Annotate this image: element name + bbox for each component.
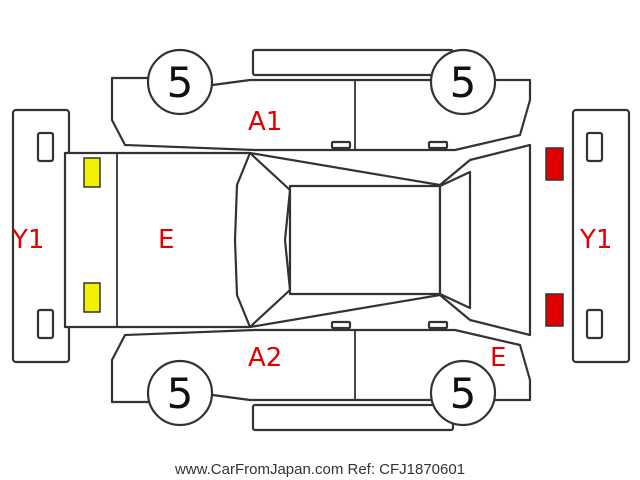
tire-rear-left: 5 — [429, 48, 497, 116]
tire-rear-right-tread: 5 — [450, 369, 477, 418]
front-light-top — [83, 157, 101, 188]
label-rear-bumper: Y1 — [579, 225, 612, 255]
rear-bumper — [571, 108, 631, 364]
front-light-bottom — [83, 282, 101, 313]
rear-light-top — [545, 147, 564, 181]
label-front-bumper: Y1 — [11, 225, 44, 255]
label-hood: E — [158, 225, 174, 255]
tire-rear-left-tread: 5 — [450, 58, 477, 107]
label-door-right: A2 — [248, 343, 282, 373]
footer-ref-text: www.CarFromJapan.com Ref: CFJ1870601 — [174, 461, 465, 478]
right-side-profile — [110, 320, 532, 432]
tire-front-right-tread: 5 — [167, 369, 194, 418]
tire-front-left: 5 — [146, 48, 214, 116]
label-door-left: A1 — [248, 107, 282, 137]
car-body-top-view — [63, 143, 532, 337]
label-rear-quarter: E — [490, 343, 506, 373]
tire-front-left-tread: 5 — [167, 58, 194, 107]
tire-front-right: 5 — [146, 359, 214, 427]
rear-light-bottom — [545, 293, 564, 327]
tire-rear-right: 5 — [429, 359, 497, 427]
